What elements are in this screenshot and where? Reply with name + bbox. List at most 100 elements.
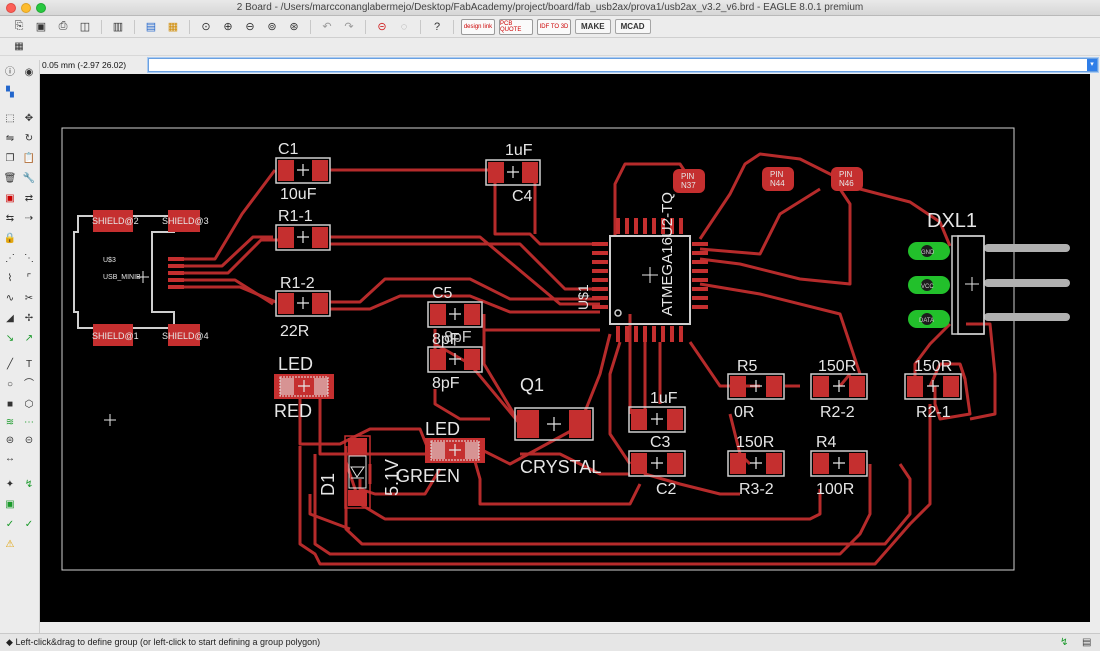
undo-icon[interactable]: ↶ xyxy=(322,21,332,33)
board-canvas[interactable]: SHIELD@2 SHIELD@3 SHIELD@1 SHIELD@4 U$3 … xyxy=(40,74,1090,622)
value-icon[interactable]: ▣ xyxy=(5,499,15,510)
erc-icon[interactable]: ✓ xyxy=(5,519,15,530)
cam-icon[interactable]: ◫ xyxy=(79,21,91,33)
led-green-part[interactable] xyxy=(425,438,485,463)
mcad-button[interactable]: MCAD xyxy=(614,19,651,34)
zoom-select-icon[interactable]: ⊛ xyxy=(289,21,299,33)
make-button[interactable]: MAKE xyxy=(575,19,611,34)
mirror-icon[interactable]: ⇋ xyxy=(5,133,15,144)
smash-icon[interactable]: ⇢ xyxy=(24,213,34,224)
paste-icon[interactable]: 📋 xyxy=(22,153,36,164)
replace-icon[interactable]: ⇄ xyxy=(24,193,34,204)
dxl1-header[interactable]: GND VCC DATA xyxy=(908,235,1070,335)
stop-status-icon[interactable]: ▤ xyxy=(1082,637,1092,648)
help-icon[interactable]: ? xyxy=(433,20,441,33)
minimize-window-button[interactable] xyxy=(21,3,31,13)
ripup-icon[interactable]: ✂ xyxy=(24,293,34,304)
show-icon[interactable]: ◉ xyxy=(24,67,34,78)
follow-me-icon[interactable]: ↗ xyxy=(24,333,34,344)
rect-icon[interactable]: ■ xyxy=(6,399,14,410)
r1-1-part[interactable] xyxy=(275,224,331,251)
r2-2-part[interactable] xyxy=(810,373,868,400)
signal-icon[interactable]: ⋯ xyxy=(24,417,34,428)
delete-icon[interactable]: 🗑 xyxy=(3,173,17,184)
grid-icon[interactable]: ▦ xyxy=(14,41,24,52)
dimension-icon[interactable]: ↔ xyxy=(5,453,15,464)
warning-icon[interactable]: ⚠ xyxy=(5,539,15,550)
via-icon[interactable]: ✢ xyxy=(24,313,34,324)
c1-part[interactable] xyxy=(275,157,331,184)
zoom-in-icon[interactable]: ⊕ xyxy=(223,21,233,33)
arc-icon[interactable]: ⌒ xyxy=(24,379,34,390)
move-icon[interactable]: ✥ xyxy=(24,113,34,124)
pin-n44-pad[interactable] xyxy=(762,167,794,191)
split-icon[interactable]: ⋰ xyxy=(5,253,15,264)
swap-icon[interactable]: ⇆ xyxy=(5,213,15,224)
c4-part[interactable] xyxy=(485,159,541,186)
r2-1-part[interactable] xyxy=(904,373,962,400)
polygon-icon[interactable]: ⬡ xyxy=(24,399,34,410)
d1-part[interactable] xyxy=(344,435,371,509)
rotate-icon[interactable]: ↻ xyxy=(24,133,34,144)
redo-icon[interactable]: ↷ xyxy=(344,21,354,33)
command-history-dropdown-icon[interactable]: ▾ xyxy=(1087,59,1097,71)
drc-icon[interactable]: ✓ xyxy=(24,519,34,530)
optimize-icon[interactable]: ⋱ xyxy=(24,253,34,264)
design-link-button[interactable]: design link xyxy=(461,18,495,35)
c6-part[interactable] xyxy=(427,346,483,373)
command-line-input[interactable]: ▾ xyxy=(148,58,1098,72)
idf-to-3d-label: IDF TO 3D xyxy=(539,23,569,30)
c3-part[interactable] xyxy=(628,406,686,433)
r4-part[interactable] xyxy=(810,450,868,477)
script-icon[interactable]: ▤ xyxy=(145,21,157,33)
hole-icon[interactable]: ⊜ xyxy=(5,435,15,446)
display-icon[interactable]: ▚ xyxy=(6,87,14,98)
horizontal-scrollbar[interactable] xyxy=(40,622,1100,633)
c5-part[interactable] xyxy=(427,301,483,328)
zoom-out-icon[interactable]: ⊖ xyxy=(245,21,255,33)
zoom-redraw-icon[interactable]: ⊚ xyxy=(267,21,277,33)
open-icon[interactable]: ⎘ xyxy=(14,20,24,32)
zoom-fit-icon[interactable]: ⊙ xyxy=(201,21,211,33)
ratsnest-icon[interactable]: ≋ xyxy=(5,417,15,428)
drc-status-icon[interactable]: ↯ xyxy=(1060,637,1069,648)
lock-icon[interactable]: 🔒 xyxy=(3,233,17,244)
idf-to-3d-button[interactable]: IDF TO 3D xyxy=(537,18,571,35)
group-icon[interactable]: ⬚ xyxy=(5,113,15,124)
miter-icon[interactable]: ⌜ xyxy=(26,273,32,284)
c2-part[interactable] xyxy=(628,450,686,477)
close-window-button[interactable] xyxy=(6,3,16,13)
led-red-part[interactable] xyxy=(274,374,334,399)
q1-part[interactable] xyxy=(514,407,594,441)
pin-n46-pad[interactable] xyxy=(831,167,863,191)
attribute-icon[interactable]: ⊝ xyxy=(24,435,34,446)
change-icon[interactable]: 🔧 xyxy=(22,173,36,184)
text-icon[interactable]: T xyxy=(25,359,33,370)
maximize-window-button[interactable] xyxy=(36,3,46,13)
info-icon[interactable]: ⓘ xyxy=(5,67,15,78)
name-icon[interactable]: ↯ xyxy=(24,479,34,490)
pcb-quote-button[interactable]: PCB QUOTE xyxy=(499,18,533,35)
stop-icon[interactable]: ⊝ xyxy=(377,21,387,33)
pin-n37-pad[interactable] xyxy=(673,169,705,193)
route-icon[interactable]: ⌇ xyxy=(7,273,13,284)
atmega-u1-part[interactable] xyxy=(592,218,708,342)
vertical-scrollbar[interactable] xyxy=(1090,74,1100,622)
line-icon[interactable]: ╱ xyxy=(6,359,14,370)
r3-2-part[interactable] xyxy=(727,450,785,477)
go-icon[interactable]: ◌ xyxy=(400,20,408,33)
layers-icon[interactable]: ▥ xyxy=(112,21,124,33)
meander-icon[interactable]: ∿ xyxy=(5,293,15,304)
r5-part[interactable] xyxy=(727,373,785,400)
add-icon[interactable]: ▣ xyxy=(5,193,15,204)
r1-2-part[interactable] xyxy=(275,290,331,317)
ulp-icon[interactable]: ▦ xyxy=(167,21,179,33)
mark-icon[interactable]: ✦ xyxy=(5,479,15,490)
save-icon[interactable]: ▣ xyxy=(35,21,47,33)
circle-icon[interactable]: ○ xyxy=(6,379,14,390)
autorouter-icon[interactable]: ↘ xyxy=(5,333,15,344)
pcb-layout[interactable]: SHIELD@2 SHIELD@3 SHIELD@1 SHIELD@4 U$3 … xyxy=(40,74,1090,622)
slice-icon[interactable]: ◢ xyxy=(6,313,14,324)
copy-icon[interactable]: ❐ xyxy=(5,153,15,164)
print-icon[interactable]: ⎙ xyxy=(58,20,68,32)
